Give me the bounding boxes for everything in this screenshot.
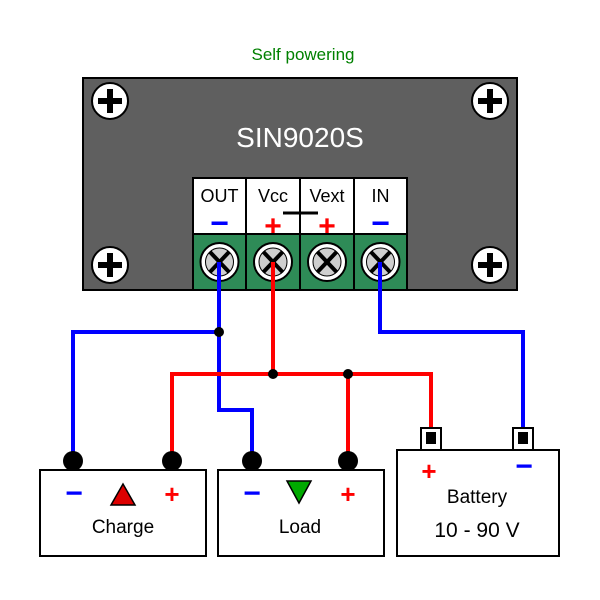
- wire-out-to-load-negative: [217, 262, 254, 460]
- load-down-arrow-icon: [285, 480, 313, 505]
- wire-positive-bus: [170, 372, 433, 460]
- junction-dot-positive-b: [343, 369, 353, 379]
- load-positive-terminal: [338, 451, 358, 471]
- junction-dot-positive-a: [268, 369, 278, 379]
- junction-dot-negative: [214, 327, 224, 337]
- terminal-sign-out: −: [210, 205, 229, 241]
- load-minus-sign: −: [243, 477, 261, 510]
- load-negative-terminal: [242, 451, 262, 471]
- wire-in-to-battery-negative: [378, 262, 525, 438]
- battery-plus-sign: +: [421, 456, 436, 486]
- charge-minus-sign: −: [65, 477, 83, 510]
- charge-device: [39, 451, 207, 557]
- terminal-screw-vext-icon: [307, 242, 347, 282]
- terminal-header: [192, 177, 408, 290]
- mount-screw-bottom-right-icon: [471, 246, 509, 284]
- charge-plus-sign: +: [164, 479, 179, 509]
- terminal-label-vcc: Vcc: [258, 186, 288, 206]
- terminal-label-vext: Vext: [309, 186, 344, 206]
- charge-positive-terminal: [162, 451, 182, 471]
- load-plus-sign: +: [340, 479, 355, 509]
- charge-negative-terminal: [63, 451, 83, 471]
- battery-minus-sign: −: [515, 450, 533, 483]
- terminal-sign-in: −: [371, 205, 390, 241]
- wire-out-to-charge-negative: [71, 330, 219, 460]
- terminal-label-out: OUT: [201, 186, 239, 206]
- mount-screw-bottom-left-icon: [91, 246, 129, 284]
- diagram-title: Self powering: [251, 45, 354, 64]
- charge-up-arrow-icon: [109, 482, 137, 506]
- module-name: SIN9020S: [236, 122, 364, 153]
- battery-device: [396, 427, 560, 557]
- battery-voltage-range: 10 - 90 V: [434, 519, 519, 542]
- terminal-label-in: IN: [372, 186, 390, 206]
- battery-label: Battery: [447, 487, 508, 508]
- mount-screw-top-left-icon: [91, 82, 129, 120]
- load-device: [217, 451, 385, 557]
- load-label: Load: [279, 517, 321, 538]
- mount-screw-top-right-icon: [471, 82, 509, 120]
- charge-label: Charge: [92, 517, 154, 538]
